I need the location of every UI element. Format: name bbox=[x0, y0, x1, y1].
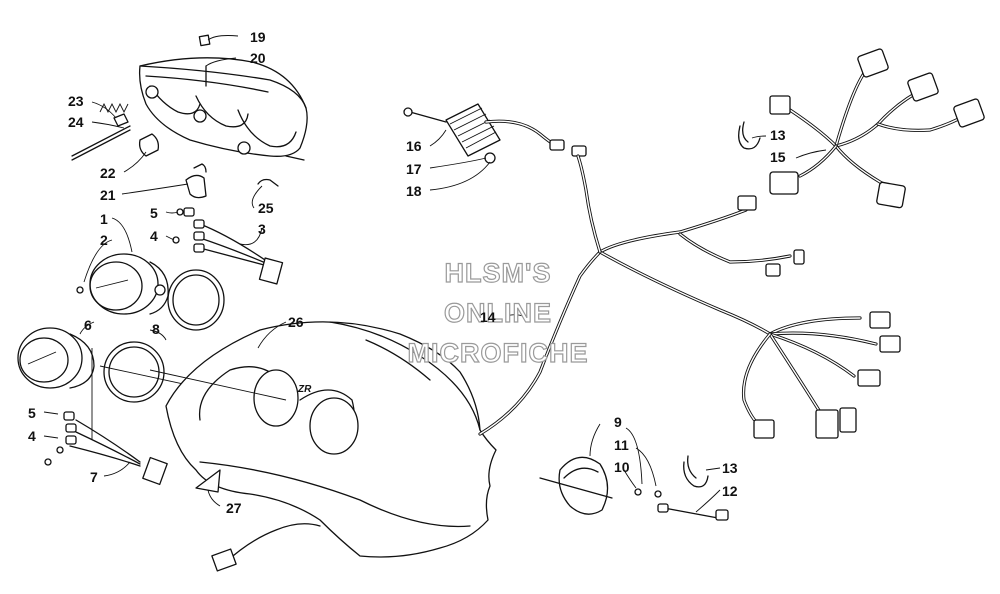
callout-21: 21 bbox=[100, 187, 116, 203]
auxiliary-harness bbox=[769, 48, 985, 209]
callout-11b: 11 bbox=[614, 437, 629, 453]
callout-13-lowerb: 13 bbox=[722, 460, 738, 476]
callout-10b: 10 bbox=[614, 459, 630, 475]
callout-12b: 12 bbox=[722, 483, 738, 499]
gauge-lower bbox=[17, 327, 95, 389]
main-wiring-harness bbox=[478, 154, 901, 439]
watermark: HLSM'S ONLINE MICROFICHE bbox=[407, 257, 589, 368]
callout-15: 15 bbox=[770, 149, 786, 165]
callout-14: 14 bbox=[480, 309, 496, 325]
callout-2: 2 bbox=[100, 232, 108, 248]
callout-17b: 17 bbox=[406, 161, 422, 177]
callout-7: 7 bbox=[90, 469, 98, 485]
hood-dash-panel: ZR bbox=[149, 321, 497, 558]
callout-27: 27 bbox=[226, 500, 242, 516]
callout-4-lower: 4 bbox=[28, 428, 36, 444]
leader-lines bbox=[43, 35, 827, 513]
callout-19: 19 bbox=[250, 29, 266, 45]
callout-1: 1 bbox=[100, 211, 108, 227]
cable-ties bbox=[683, 121, 761, 488]
headlight-bulbs bbox=[113, 113, 207, 199]
headlight-housing bbox=[138, 34, 308, 161]
callout-8: 8 bbox=[152, 321, 160, 337]
callout-22: 22 bbox=[100, 165, 116, 181]
callout-20: 20 bbox=[250, 50, 266, 66]
callout-4-upper: 4 bbox=[150, 228, 158, 244]
callout-24: 24 bbox=[68, 114, 84, 130]
callout-5-lower: 5 bbox=[28, 405, 36, 421]
callout-5-upper: 5 bbox=[150, 205, 158, 221]
hood-warning-label bbox=[195, 469, 221, 493]
part-callouts: 19 20 23 24 22 21 25 1 2 5 4 3 6 8 5 4 7… bbox=[28, 29, 786, 516]
watermark-line-3: MICROFICHE bbox=[408, 338, 589, 368]
speed-sensor-assembly bbox=[539, 456, 729, 521]
hood-badge: ZR bbox=[297, 384, 312, 395]
callout-26: 26 bbox=[288, 314, 304, 330]
harness-upper-gauge bbox=[172, 207, 284, 285]
callout-25: 25 bbox=[258, 200, 274, 216]
adjuster-screw-and-spring bbox=[71, 102, 279, 187]
watermark-line-2: ONLINE bbox=[444, 298, 552, 328]
watermark-line-1: HLSM'S bbox=[445, 258, 552, 288]
callout-3: 3 bbox=[258, 221, 266, 237]
gauge-ring-upper bbox=[167, 269, 225, 331]
callout-23: 23 bbox=[68, 93, 84, 109]
callout-9b: 9 bbox=[614, 414, 622, 430]
hood-harness-lead bbox=[211, 523, 321, 572]
callout-16: 16 bbox=[406, 138, 422, 154]
callout-18b: 18 bbox=[406, 183, 422, 199]
voltage-regulator bbox=[403, 103, 587, 164]
gauge-ring-lower bbox=[103, 341, 165, 403]
callout-6: 6 bbox=[84, 317, 92, 333]
callout-13-upper: 13 bbox=[770, 127, 786, 143]
gauge-upper bbox=[76, 253, 169, 315]
